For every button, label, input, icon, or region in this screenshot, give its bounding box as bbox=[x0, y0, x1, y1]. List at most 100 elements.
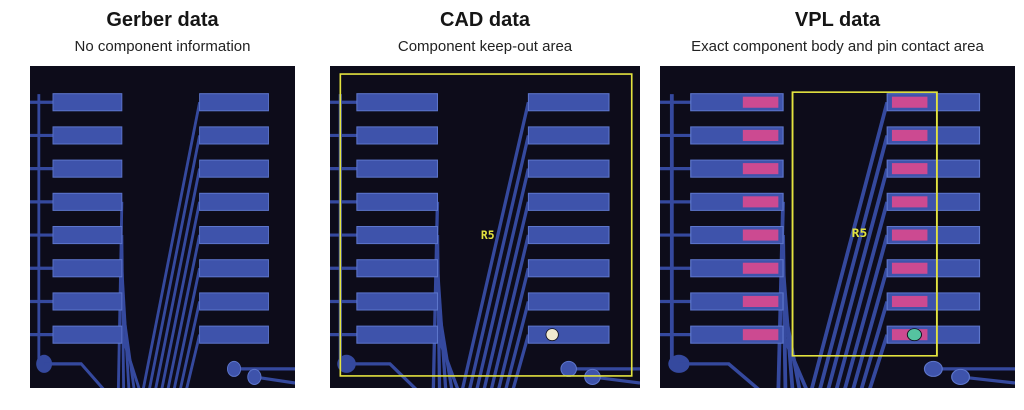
trace bbox=[461, 101, 531, 388]
keepout-outline bbox=[339, 73, 633, 377]
panel-subtitle-vpl: Exact component body and pin contact are… bbox=[691, 38, 984, 55]
pin-contact-area bbox=[742, 262, 779, 274]
smd-pad bbox=[199, 325, 269, 344]
component-body-outline bbox=[791, 91, 938, 357]
trace bbox=[172, 267, 201, 388]
trace bbox=[435, 334, 460, 388]
smd-pad bbox=[356, 292, 438, 311]
smd-pad bbox=[527, 93, 610, 112]
trace bbox=[810, 101, 890, 388]
smd-pad bbox=[527, 192, 610, 211]
trace bbox=[185, 334, 201, 388]
trace bbox=[781, 334, 808, 388]
pin-contact-area bbox=[891, 96, 928, 108]
trace bbox=[851, 267, 890, 388]
trace bbox=[781, 301, 802, 388]
trace bbox=[859, 301, 890, 388]
pin1-marker-dot bbox=[906, 328, 922, 342]
trace bbox=[818, 135, 890, 388]
smd-pad bbox=[199, 159, 269, 178]
ref-designator-label: R5 bbox=[852, 227, 868, 240]
via-pad bbox=[584, 368, 601, 385]
smd-pad bbox=[356, 126, 438, 145]
via-pad bbox=[226, 360, 242, 377]
pin-contact-area bbox=[891, 163, 928, 175]
pin-contact-area bbox=[742, 196, 779, 208]
smd-pad bbox=[356, 159, 438, 178]
pcb-image-gerber bbox=[30, 66, 295, 388]
via-pad bbox=[337, 354, 356, 373]
panel-title-cad: CAD data bbox=[439, 9, 530, 31]
smd-pad bbox=[356, 93, 438, 112]
smd-pad bbox=[52, 192, 123, 211]
pin-contact-area bbox=[891, 262, 928, 274]
panel-vpl: VPL data Exact component body and pin co… bbox=[660, 6, 1015, 388]
smd-pad bbox=[199, 192, 269, 211]
smd-pad bbox=[52, 159, 123, 178]
panel-subtitle-gerber: No component information bbox=[74, 38, 251, 55]
smd-pad bbox=[527, 126, 610, 145]
smd-pad bbox=[199, 93, 269, 112]
trace bbox=[120, 301, 136, 388]
smd-pad bbox=[52, 126, 123, 145]
pin-contact-area bbox=[891, 229, 928, 241]
pin-contact-area bbox=[742, 96, 779, 108]
smd-pad bbox=[52, 325, 123, 344]
smd-pad bbox=[199, 225, 269, 245]
panel-title-gerber: Gerber data bbox=[106, 9, 219, 31]
trace bbox=[511, 334, 530, 388]
pin1-marker-dot bbox=[545, 328, 559, 342]
trace bbox=[346, 362, 418, 388]
smd-pad bbox=[527, 325, 610, 344]
smd-pad bbox=[199, 259, 269, 278]
smd-pad bbox=[527, 259, 610, 278]
trace bbox=[120, 334, 141, 388]
pcb-image-cad: R5 bbox=[330, 66, 640, 388]
smd-pad bbox=[52, 259, 123, 278]
smd-pad bbox=[356, 259, 438, 278]
trace bbox=[142, 101, 201, 388]
via-pad bbox=[668, 354, 690, 373]
smd-pad bbox=[52, 292, 123, 311]
smd-pad bbox=[52, 225, 123, 245]
via-pad bbox=[560, 360, 577, 377]
trace bbox=[44, 362, 105, 388]
smd-pad bbox=[356, 325, 438, 344]
smd-pad bbox=[527, 292, 610, 311]
trace bbox=[160, 201, 201, 388]
smd-pad bbox=[199, 126, 269, 145]
via-pad bbox=[923, 360, 943, 377]
pin-contact-area bbox=[742, 129, 779, 141]
smd-pad bbox=[199, 292, 269, 311]
trace bbox=[475, 168, 531, 388]
trace bbox=[166, 234, 201, 388]
panel-gerber: Gerber data No component information bbox=[30, 6, 295, 388]
pin-contact-area bbox=[891, 295, 928, 307]
trace bbox=[482, 201, 531, 388]
ref-designator-label: R5 bbox=[481, 229, 495, 242]
trace bbox=[868, 334, 890, 388]
smd-pad bbox=[527, 225, 610, 245]
trace bbox=[154, 168, 201, 388]
trace bbox=[834, 201, 890, 388]
smd-pad bbox=[52, 93, 123, 112]
pin-contact-area bbox=[742, 229, 779, 241]
panel-title-vpl: VPL data bbox=[794, 9, 881, 31]
pin-contact-area bbox=[891, 196, 928, 208]
trace bbox=[678, 362, 760, 388]
trace bbox=[179, 301, 201, 388]
smd-pad bbox=[356, 192, 438, 211]
pin-contact-area bbox=[891, 129, 928, 141]
via-pad bbox=[247, 368, 262, 385]
smd-pad bbox=[356, 225, 438, 245]
pin-contact-area bbox=[742, 295, 779, 307]
panel-cad: CAD data Component keep-out area R5 bbox=[330, 6, 640, 388]
panel-subtitle-cad: Component keep-out area bbox=[397, 38, 573, 55]
trace bbox=[489, 234, 531, 388]
trace bbox=[497, 267, 531, 388]
trace bbox=[468, 135, 531, 388]
trace bbox=[843, 234, 890, 388]
pcb-image-vpl: R5 bbox=[660, 66, 1015, 388]
pin-contact-area bbox=[742, 329, 779, 341]
